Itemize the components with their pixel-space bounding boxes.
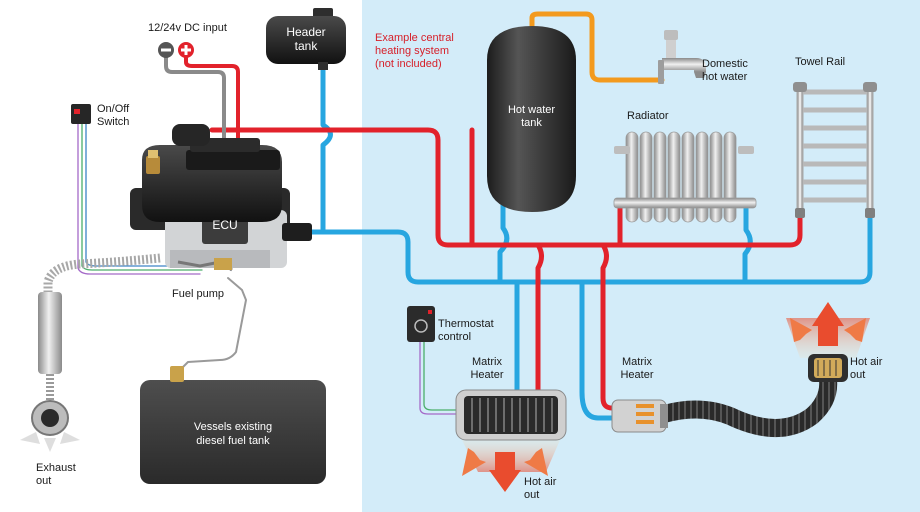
hot-air-arrow-up bbox=[812, 302, 844, 346]
pipework bbox=[77, 11, 873, 421]
thermostat-wire-green bbox=[423, 339, 459, 411]
switch-wires bbox=[77, 117, 201, 275]
matrix-heater-1 bbox=[455, 389, 567, 492]
glow-plug bbox=[146, 156, 160, 174]
fuel-tank bbox=[140, 366, 326, 484]
silencer bbox=[38, 292, 62, 374]
hot-air-arrow-upleft bbox=[790, 318, 812, 342]
header-tank-label: Header tank bbox=[286, 25, 326, 53]
hot-air-arrow-left bbox=[462, 448, 486, 476]
radiator-label: Radiator bbox=[627, 110, 669, 122]
hot-air-arrow-down bbox=[489, 452, 521, 492]
dc-input-label: 12/24v DC input bbox=[148, 22, 227, 34]
heater-flow-outlet bbox=[172, 124, 210, 146]
exhaust-assembly bbox=[20, 253, 161, 452]
domestic-hot-water-label: Domestic hot water bbox=[702, 58, 748, 83]
fuel-pump-label: Fuel pump bbox=[172, 288, 224, 300]
matrix1-hot-pipe bbox=[535, 242, 544, 395]
matrix2-element bbox=[636, 404, 654, 424]
hot-air-out-2-label: Hot air out bbox=[850, 356, 883, 381]
hot-water-tank bbox=[487, 26, 576, 212]
radiator-cold-pipe bbox=[742, 203, 753, 285]
thermostat-control-label: Thermostat control bbox=[438, 318, 494, 343]
header-tank-feed-pipe bbox=[320, 57, 333, 235]
fuel-pump-body bbox=[214, 258, 232, 270]
heater-return-inlet bbox=[282, 223, 312, 241]
towel-rail-bars bbox=[803, 89, 867, 203]
ecu-label: ECU bbox=[212, 218, 238, 232]
domestic-hot-pipe bbox=[529, 11, 665, 83]
radiator bbox=[613, 131, 757, 223]
central-heating-panel bbox=[362, 0, 920, 512]
fuel-tank-fitting bbox=[170, 366, 184, 382]
thermostat-icon bbox=[407, 306, 435, 342]
matrix-heater-2-label: Matrix Heater bbox=[620, 356, 654, 381]
exhaust-hose bbox=[43, 253, 161, 300]
matrix-heater-2 bbox=[611, 379, 838, 437]
flexible-duct bbox=[661, 379, 838, 437]
heater-unit bbox=[130, 124, 312, 272]
example-system-note: Example central heating system (not incl… bbox=[375, 32, 454, 70]
matrix2-cold-pipe bbox=[579, 279, 615, 421]
on-off-switch-label: On/Off Switch bbox=[97, 103, 130, 128]
negative-lead bbox=[164, 56, 226, 157]
header-tank bbox=[266, 8, 346, 70]
exhaust-smoke-arrows bbox=[20, 432, 80, 452]
thermostat-wires bbox=[419, 339, 459, 415]
hot-flow-pipe bbox=[209, 127, 803, 248]
outlet-vent bbox=[814, 358, 842, 378]
dc-terminals bbox=[158, 42, 194, 58]
towel-rail bbox=[793, 82, 877, 218]
on-off-switch-icon bbox=[71, 104, 91, 124]
switch-wire-green bbox=[81, 117, 203, 271]
exhaust-out-label: Exhaust out bbox=[36, 462, 76, 487]
matrix-heater-1-label: Matrix Heater bbox=[470, 356, 504, 381]
hot-air-outlet-2 bbox=[786, 302, 870, 382]
fuel-tank-label: Vessels existing diesel fuel tank bbox=[193, 421, 273, 447]
hot-water-tank-label: Hot water tank bbox=[507, 104, 556, 129]
hot-air-arrow-right bbox=[524, 448, 548, 476]
cold-return-pipe bbox=[309, 215, 873, 285]
towel-rail-label: Towel Rail bbox=[795, 56, 846, 68]
matrix2-hot-pipe bbox=[600, 242, 625, 411]
positive-lead bbox=[184, 56, 240, 157]
hot-air-arrow-upright bbox=[844, 318, 866, 342]
fuel-line bbox=[177, 277, 247, 373]
domestic-tap-icon bbox=[658, 30, 706, 84]
hot-air-out-1-label: Hot air out bbox=[524, 476, 557, 501]
